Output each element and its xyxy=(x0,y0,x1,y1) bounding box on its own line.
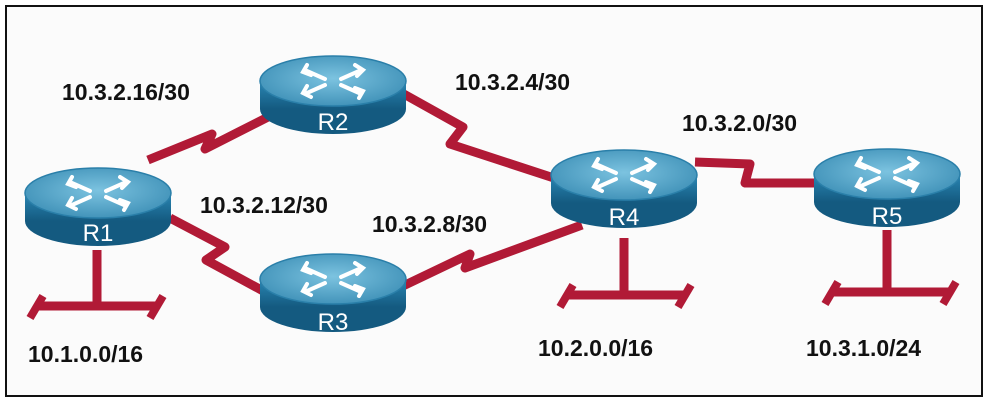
lan-segment-r5 xyxy=(821,230,960,307)
link-label-r2-r4: 10.3.2.4/30 xyxy=(455,69,570,95)
serial-link-r2-r4 xyxy=(399,89,562,185)
router-r1[interactable]: R1 xyxy=(24,167,172,247)
router-r1-label: R1 xyxy=(83,220,114,247)
router-arrows-icon xyxy=(591,157,658,194)
router-r2-label: R2 xyxy=(318,109,349,136)
lan-label-r4: 10.2.0.0/16 xyxy=(538,335,653,361)
serial-link-r4-r5 xyxy=(694,157,818,188)
lan-label-r1: 10.1.0.0/16 xyxy=(28,341,143,367)
routers-layer: R1 R2 xyxy=(24,55,961,336)
router-r2[interactable]: R2 xyxy=(259,55,407,136)
labels-layer: 10.3.2.16/30 10.3.2.12/30 10.3.2.4/30 10… xyxy=(28,69,921,367)
router-r3-label: R3 xyxy=(318,309,349,336)
lan-segment-r1 xyxy=(26,250,167,321)
router-r5-label: R5 xyxy=(872,203,903,230)
router-arrows-icon xyxy=(300,261,367,298)
router-arrows-icon xyxy=(854,156,921,193)
router-r4[interactable]: R4 xyxy=(550,149,698,231)
link-label-r3-r4: 10.3.2.8/30 xyxy=(372,211,487,237)
serial-link-r3-r4 xyxy=(401,220,584,291)
router-r5[interactable]: R5 xyxy=(813,148,961,230)
lan-segment-r4 xyxy=(556,238,695,310)
router-arrows-icon xyxy=(300,63,367,100)
link-label-r1-r2: 10.3.2.16/30 xyxy=(62,79,190,105)
link-label-r1-r3: 10.3.2.12/30 xyxy=(200,192,328,218)
lans-layer xyxy=(26,230,960,321)
lan-label-r5: 10.3.1.0/24 xyxy=(806,335,921,361)
serial-link-r1-r2 xyxy=(146,111,273,165)
links-layer xyxy=(146,89,818,296)
router-r3[interactable]: R3 xyxy=(259,253,407,336)
router-r4-label: R4 xyxy=(609,204,640,231)
link-label-r4-r5: 10.3.2.0/30 xyxy=(682,110,797,136)
serial-link-r1-r3 xyxy=(167,214,268,296)
router-arrows-icon xyxy=(65,175,132,212)
